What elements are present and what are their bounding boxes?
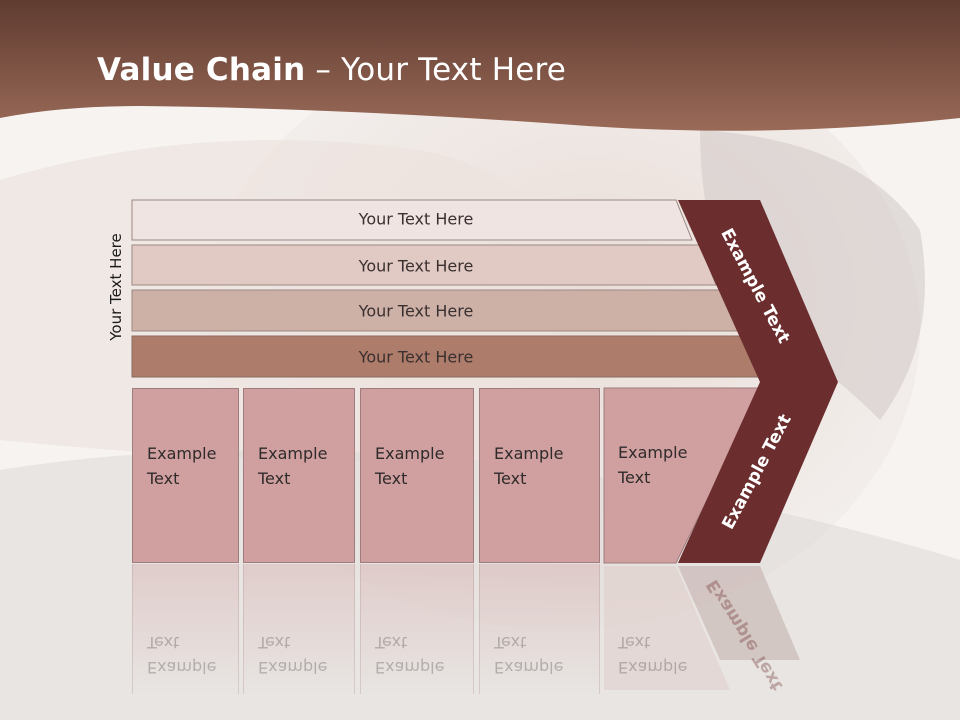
box-4-line1: Example xyxy=(494,444,564,463)
box-5-reflection-text: Example Text xyxy=(618,630,687,680)
box-1-refl-line1: Example xyxy=(147,658,217,677)
box-2-line1: Example xyxy=(258,444,328,463)
title-bold: Value Chain xyxy=(97,52,306,88)
box-5-refl-line2: Text xyxy=(618,633,651,652)
box-1-refl-line2: Text xyxy=(147,633,180,652)
bar-3-label: Your Text Here xyxy=(358,301,474,321)
box-5-line2: Text xyxy=(618,468,651,487)
box-2-line2: Text xyxy=(258,469,291,488)
box-1-reflection: Example Text xyxy=(132,564,239,694)
box-5-line1: Example xyxy=(618,443,688,462)
box-4-refl-line1: Example xyxy=(494,658,564,677)
bar-2 xyxy=(131,244,717,286)
chevron-shape xyxy=(678,200,838,563)
bar-2-label: Your Text Here xyxy=(358,256,474,276)
box-4-refl-line2: Text xyxy=(494,633,527,652)
box-3-refl-line1: Example xyxy=(375,658,445,677)
box-3-reflection: Example Text xyxy=(360,564,474,694)
box-3-line2: Text xyxy=(375,469,408,488)
box-3-refl-line2: Text xyxy=(375,633,408,652)
box-3-line1: Example xyxy=(375,444,445,463)
box-2-refl-line1: Example xyxy=(258,658,328,677)
box-1-line2: Text xyxy=(147,469,180,488)
bar-1-label: Your Text Here xyxy=(358,209,474,229)
box-4-line2: Text xyxy=(494,469,527,488)
box-5-reflection xyxy=(604,566,730,690)
chevron-reflection xyxy=(678,566,800,660)
box-2-refl-line2: Text xyxy=(258,633,291,652)
box-2-reflection-text: Example Text xyxy=(258,630,327,680)
box-4-reflection-text: Example Text xyxy=(494,630,563,680)
box-5-shape xyxy=(603,387,763,564)
box-5-reflection-area: Example Text xyxy=(604,564,704,694)
bar-1 xyxy=(131,199,693,241)
box-4-reflection: Example Text xyxy=(479,564,600,694)
box-3-reflection-text: Example Text xyxy=(375,630,444,680)
box-2-reflection: Example Text xyxy=(243,564,355,694)
box-5-refl-line1: Example xyxy=(618,658,688,677)
bar-4-label: Your Text Here xyxy=(358,347,474,367)
slide-title: Value Chain – Your Text Here xyxy=(97,52,566,88)
box-1-line1: Example xyxy=(147,444,217,463)
box-1-reflection-text: Example Text xyxy=(147,630,216,680)
title-rest: – Your Text Here xyxy=(305,52,567,88)
